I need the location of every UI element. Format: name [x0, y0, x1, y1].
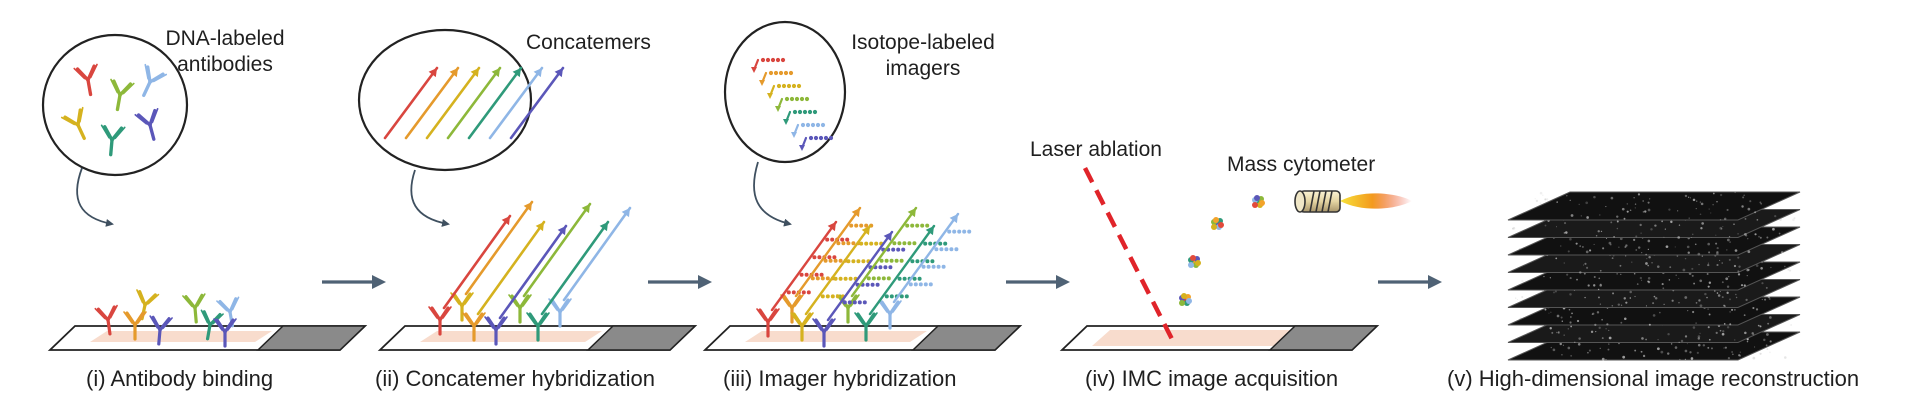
bound-concatemer-2	[476, 220, 546, 316]
slide-stage-3	[702, 325, 1023, 351]
particle-cluster-0	[1179, 293, 1192, 306]
concatemer-strand-4	[467, 66, 523, 140]
stage-label-imc-acquisition: (iv) IMC image acquisition	[1085, 366, 1339, 391]
slide-stage-2	[377, 325, 698, 351]
imagers-pointer-arrow	[753, 161, 792, 227]
concatemer-strand-2	[425, 66, 481, 140]
imagers-label-line-1: Isotope-labeled	[851, 31, 995, 54]
concatemers-pointer-arrow	[410, 169, 450, 227]
stage-label-image-reconstruction: (v) High-dimensional image reconstructio…	[1447, 366, 1860, 391]
bound-antibody-0	[428, 306, 452, 336]
antibodies-label-line-2: antibodies	[177, 53, 273, 76]
image-layer-0	[1507, 191, 1801, 222]
bound-antibody-3	[149, 315, 173, 346]
concatemer-strand-5	[488, 66, 544, 140]
bound-concatemer-6	[892, 212, 960, 304]
concatemer-strand-6	[509, 66, 565, 140]
concatemers-callout-ellipse	[357, 28, 533, 172]
bound-antibody-1	[450, 292, 474, 322]
bound-antibody-2	[123, 311, 147, 341]
concatemers-callout-label: Concatemers	[526, 31, 651, 54]
imagers-label-line-2: imagers	[885, 57, 961, 80]
mass-cytometer-label: Mass cytometer	[1227, 153, 1376, 176]
antibody-purple	[134, 107, 159, 141]
antibody-yellow	[60, 106, 86, 141]
bound-antibody-1	[780, 294, 804, 324]
bound-concatemer-4	[522, 202, 592, 298]
ablated-particles	[1179, 195, 1265, 306]
bound-antibody-6	[878, 300, 902, 330]
bound-antibody-4	[182, 293, 206, 324]
bound-concatemer-3	[498, 224, 568, 320]
bound-antibody-2	[462, 312, 486, 342]
bound-concatemer-4	[850, 206, 918, 298]
stage-label-antibody-binding: (i) Antibody binding	[86, 366, 274, 391]
bound-concatemer-0	[770, 220, 838, 312]
bound-antibody-0	[94, 304, 118, 336]
bound-concatemer-5	[868, 224, 936, 316]
imager-1	[759, 70, 794, 86]
imager-3	[775, 96, 810, 112]
imagers-on-slide	[756, 206, 972, 348]
bound-antibody-3	[812, 318, 836, 348]
process-arrow-4	[1378, 275, 1442, 289]
bound-antibody-5	[526, 312, 550, 342]
slide-stage-4	[1059, 325, 1380, 351]
bound-antibody-7	[213, 318, 237, 348]
laser-ablation-label: Laser ablation	[1030, 138, 1162, 161]
concatemers-on-slide	[428, 200, 632, 346]
antibody-teal	[100, 124, 126, 157]
imager-2	[767, 83, 802, 99]
image-stack	[1507, 191, 1801, 361]
particle-cluster-2	[1211, 217, 1224, 230]
bound-concatemer-2	[804, 224, 872, 316]
process-arrow-3	[1006, 275, 1070, 289]
antibodies-callout-label: DNA-labeled antibodies	[150, 26, 300, 78]
imager-6	[799, 135, 834, 151]
stage-label-concatemer-hybridization: (ii) Concatemer hybridization	[375, 366, 655, 391]
bound-concatemer-5	[540, 220, 610, 316]
bound-antibody-5	[854, 312, 878, 342]
bound-concatemer-3	[826, 230, 894, 322]
imagers-callout-ellipse	[723, 20, 847, 164]
antibody-green	[110, 78, 135, 112]
bound-concatemer-0	[442, 214, 512, 310]
bound-antibody-2	[790, 312, 814, 342]
process-arrow-2	[648, 275, 712, 289]
bound-antibody-3	[484, 316, 508, 346]
imager-5	[791, 122, 826, 138]
mass-cytometer-icon	[1294, 190, 1412, 213]
bound-concatemer-1	[794, 206, 862, 298]
bound-concatemer-1	[464, 200, 534, 296]
bound-antibody-0	[756, 308, 780, 338]
process-arrow-1	[322, 275, 386, 289]
bound-antibody-6	[548, 298, 572, 328]
antibodies-on-slide	[94, 289, 240, 348]
concatemer-strand-3	[446, 66, 502, 140]
imager-0	[751, 57, 786, 73]
concatemer-strand-1	[404, 66, 460, 140]
bound-antibody-4	[836, 294, 860, 324]
bound-concatemer-6	[562, 206, 632, 302]
antibodies-inset	[60, 63, 168, 157]
particle-cluster-1	[1188, 255, 1201, 268]
bound-antibody-1	[136, 289, 160, 321]
laser-beam	[1082, 166, 1178, 347]
imager-4	[783, 109, 818, 125]
antibody-light-blue	[142, 63, 168, 98]
stage-label-imager-hybridization: (iii) Imager hybridization	[723, 366, 957, 391]
concatemers-inset	[383, 66, 565, 140]
particle-cluster-3	[1252, 195, 1265, 208]
imagers-inset	[751, 57, 834, 151]
imagers-callout-label: Isotope-labeled imagers	[838, 30, 1008, 82]
antibody-red	[73, 63, 98, 97]
concatemer-strand-0	[383, 66, 439, 140]
antibodies-label-line-1: DNA-labeled	[165, 27, 285, 50]
antibodies-pointer-arrow	[76, 167, 114, 227]
